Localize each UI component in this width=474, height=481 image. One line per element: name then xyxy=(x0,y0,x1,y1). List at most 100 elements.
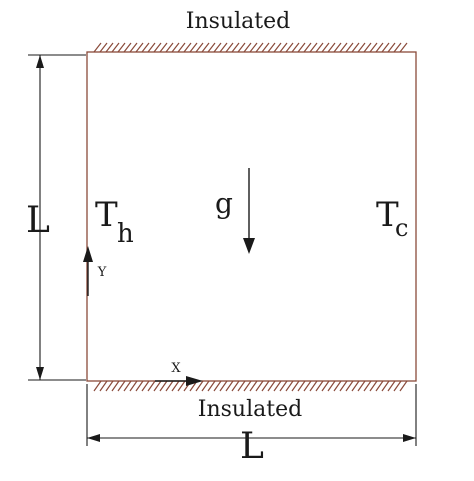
svg-text:h: h xyxy=(117,219,134,249)
hatch-mark xyxy=(201,42,210,53)
hatch-mark xyxy=(291,380,300,392)
hatch-mark xyxy=(117,380,126,392)
svg-text:T: T xyxy=(95,195,118,235)
hatch-mark xyxy=(285,42,294,53)
hatch-mark xyxy=(135,42,144,53)
hatch-mark xyxy=(381,380,390,392)
hatch-mark xyxy=(327,42,336,53)
hatch-mark xyxy=(285,380,294,392)
hatch-mark xyxy=(105,42,114,53)
hatch-mark xyxy=(141,42,150,53)
hatch-mark xyxy=(375,380,384,392)
hatch-mark xyxy=(225,380,234,392)
hatch-mark xyxy=(165,380,174,392)
hatch-mark xyxy=(303,380,312,392)
height-dimension-label: L xyxy=(26,200,50,241)
hatch-mark xyxy=(219,380,228,392)
hatch-mark xyxy=(273,42,282,53)
hatch-mark xyxy=(135,380,144,392)
hatch-mark xyxy=(321,380,330,392)
hatch-mark xyxy=(357,380,366,392)
hatch-mark xyxy=(399,42,408,53)
hatch-mark xyxy=(363,42,372,53)
hatch-mark xyxy=(147,42,156,53)
hatch-mark xyxy=(273,380,282,392)
hatch-mark xyxy=(183,42,192,53)
top-wall-label: Insulated xyxy=(186,9,290,34)
hatch-mark xyxy=(99,42,108,53)
gravity-label: g xyxy=(215,187,233,220)
hatch-mark xyxy=(315,42,324,53)
hatch-mark xyxy=(279,42,288,53)
hatch-mark xyxy=(141,380,150,392)
hatch-mark xyxy=(267,380,276,392)
hatch-mark xyxy=(195,42,204,53)
hatch-mark xyxy=(375,42,384,53)
hatch-mark xyxy=(111,42,120,53)
hatch-mark xyxy=(261,380,270,392)
hatch-mark xyxy=(339,42,348,53)
hatch-mark xyxy=(321,42,330,53)
svg-text:T: T xyxy=(376,195,399,235)
hatch-mark xyxy=(237,42,246,53)
hatch-mark xyxy=(207,380,216,392)
hatch-mark xyxy=(309,380,318,392)
hatch-mark xyxy=(279,380,288,392)
hatch-mark xyxy=(153,42,162,53)
hatch-mark xyxy=(399,380,408,392)
y-axis-label: Y xyxy=(97,265,107,280)
bottom-wall-label: Insulated xyxy=(198,397,302,422)
width-dimension-label: L xyxy=(240,426,264,467)
hatch-mark xyxy=(177,42,186,53)
hatch-mark xyxy=(129,380,138,392)
hatch-mark xyxy=(351,42,360,53)
hatch-mark xyxy=(387,380,396,392)
hatch-mark xyxy=(117,42,126,53)
hatch-mark xyxy=(201,380,210,392)
hatch-mark xyxy=(93,380,102,392)
x-axis-arrow xyxy=(155,376,203,386)
top-insulation-hatch xyxy=(93,42,408,53)
hatch-mark xyxy=(93,42,102,53)
hatch-mark xyxy=(333,380,342,392)
hatch-mark xyxy=(387,42,396,53)
hatch-mark xyxy=(123,380,132,392)
x-axis-label: X xyxy=(171,361,181,376)
hatch-mark xyxy=(243,380,252,392)
hatch-mark xyxy=(393,42,402,53)
hatch-mark xyxy=(345,42,354,53)
hatch-mark xyxy=(129,42,138,53)
svg-text:c: c xyxy=(395,214,408,242)
hatch-mark xyxy=(369,42,378,53)
y-axis-arrow xyxy=(83,246,93,296)
hatch-mark xyxy=(315,380,324,392)
hatch-mark xyxy=(249,42,258,53)
hatch-mark xyxy=(255,42,264,53)
hatch-mark xyxy=(297,42,306,53)
hatch-mark xyxy=(147,380,156,392)
hatch-mark xyxy=(225,42,234,53)
hatch-mark xyxy=(369,380,378,392)
hatch-mark xyxy=(237,380,246,392)
hatch-mark xyxy=(357,42,366,53)
hatch-mark xyxy=(123,42,132,53)
hatch-mark xyxy=(231,42,240,53)
hatch-mark xyxy=(165,42,174,53)
hatch-mark xyxy=(267,42,276,53)
hatch-mark xyxy=(345,380,354,392)
hatch-mark xyxy=(327,380,336,392)
gravity-arrow xyxy=(243,168,255,254)
cavity-boundary xyxy=(86,51,417,382)
hatch-mark xyxy=(303,42,312,53)
hatch-mark xyxy=(111,380,120,392)
hatch-mark xyxy=(171,380,180,392)
hatch-mark xyxy=(297,380,306,392)
hatch-mark xyxy=(261,42,270,53)
hatch-mark xyxy=(177,380,186,392)
height-dimension xyxy=(28,54,86,381)
hot-wall-label: T h xyxy=(95,195,134,249)
bottom-insulation-hatch xyxy=(93,380,408,392)
hatch-mark xyxy=(249,380,258,392)
hatch-mark xyxy=(333,42,342,53)
